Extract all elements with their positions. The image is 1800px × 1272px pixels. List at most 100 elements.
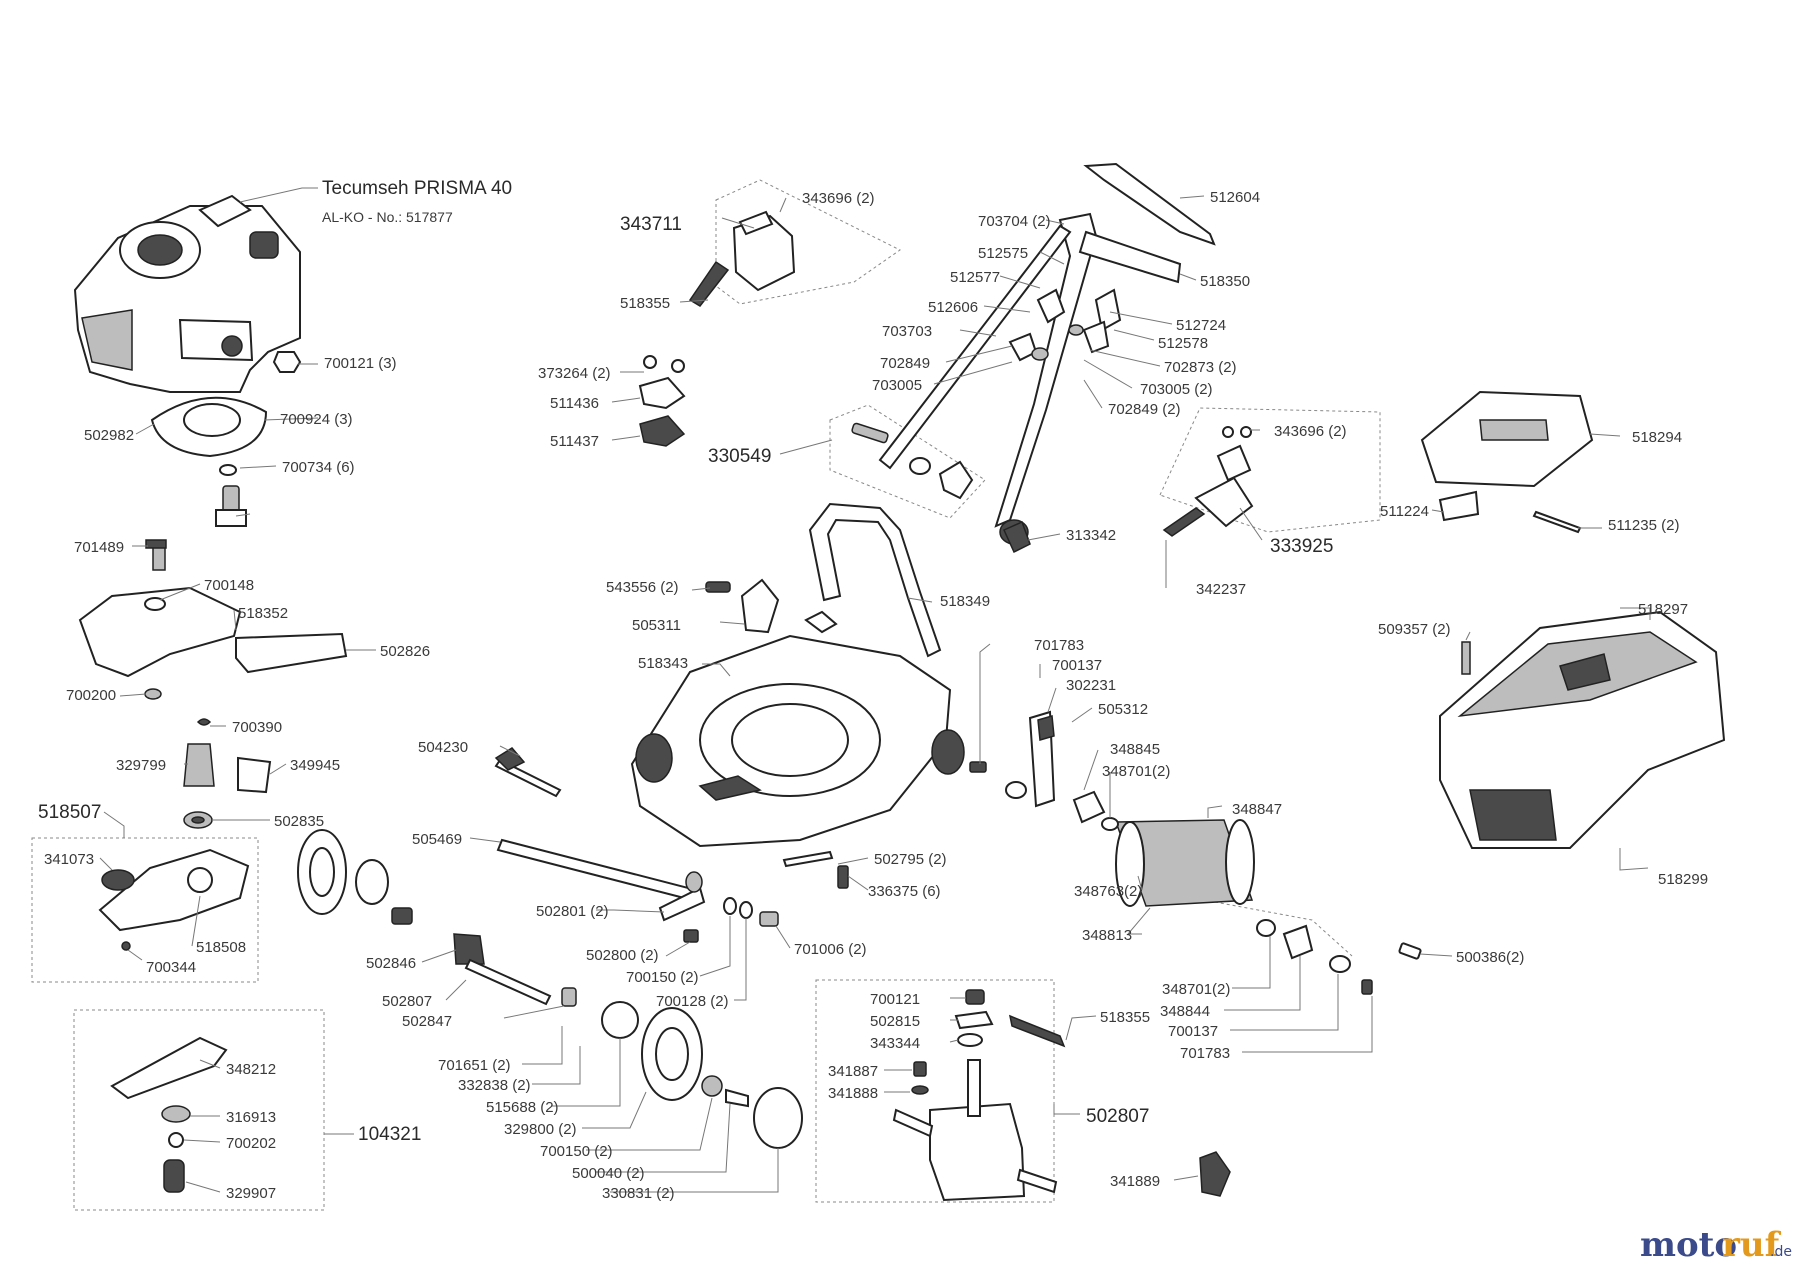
label-341888: 341888 (828, 1085, 878, 1102)
leader-lines (99, 187, 1651, 1193)
watermark-brand-b: ruf (1722, 1225, 1782, 1265)
engine-title: Tecumseh PRISMA 40 (322, 178, 512, 199)
label-342237: 342237 (1196, 581, 1246, 598)
label-504230: 504230 (418, 739, 468, 756)
grass-box (1439, 610, 1726, 849)
label-502807b: 502807 (1086, 1106, 1149, 1127)
label-512578: 512578 (1158, 335, 1208, 352)
label-512604: 512604 (1210, 189, 1260, 206)
handle-bolt-knob (851, 422, 974, 500)
label-332838-2: 332838 (2) (458, 1077, 531, 1094)
knob-313342 (1003, 520, 1031, 554)
gear-drive-small (453, 933, 577, 1007)
label-104321: 104321 (358, 1124, 421, 1145)
label-518294: 518294 (1632, 429, 1682, 446)
label-502801-2: 502801 (2) (536, 903, 609, 920)
label-512606: 512606 (928, 299, 978, 316)
group-box-104321 (73, 1009, 325, 1211)
label-700390: 700390 (232, 719, 282, 736)
label-700137a: 700137 (1052, 657, 1102, 674)
label-518297: 518297 (1638, 601, 1688, 618)
label-512724: 512724 (1176, 317, 1226, 334)
label-518508: 518508 (196, 939, 246, 956)
label-341887: 341887 (828, 1063, 878, 1080)
engine-illustration (73, 194, 301, 393)
label-336375-6: 336375 (6) (868, 883, 941, 900)
grass-box-lid (1420, 390, 1594, 534)
rear-flap-parts (969, 710, 1056, 808)
label-518349: 518349 (940, 593, 990, 610)
label-348701-2a: 348701(2) (1102, 763, 1170, 780)
label-348813: 348813 (1082, 927, 1132, 944)
label-348763-2: 348763(2) (1074, 883, 1142, 900)
label-700924-3: 700924 (3) (280, 411, 353, 428)
label-329799: 329799 (116, 757, 166, 774)
label-700734-6: 700734 (6) (282, 459, 355, 476)
label-700121: 700121 (870, 991, 920, 1008)
group-box-330549 (829, 404, 986, 519)
label-511235-2: 511235 (2) (1608, 517, 1679, 534)
watermark-tld: .de (1770, 1244, 1792, 1260)
throttle-control (688, 210, 796, 307)
group-box-518507 (31, 837, 259, 983)
lower-handle (804, 502, 942, 658)
axle-fasteners (683, 850, 849, 943)
label-700137b: 700137 (1168, 1023, 1218, 1040)
label-330549: 330549 (708, 446, 771, 467)
label-349945: 349945 (290, 757, 340, 774)
label-343696-2a: 343696 (2) (802, 190, 875, 207)
label-703703: 703703 (882, 323, 932, 340)
label-702849-2: 702849 (2) (1108, 401, 1181, 418)
label-702873-2: 702873 (2) (1164, 359, 1237, 376)
label-348701-2b: 348701(2) (1162, 981, 1230, 998)
engine-spacer-parts (150, 351, 302, 527)
label-348844: 348844 (1160, 1003, 1210, 1020)
label-700344: 700344 (146, 959, 196, 976)
label-700150-2b: 700150 (2) (540, 1143, 613, 1160)
label-518343: 518343 (638, 655, 688, 672)
label-505311: 505311 (632, 617, 681, 634)
label-348212: 348212 (226, 1061, 276, 1078)
discharge-chute (78, 539, 348, 700)
label-316913: 316913 (226, 1109, 276, 1126)
label-703704-2: 703704 (2) (978, 213, 1051, 230)
label-518355a: 518355 (620, 295, 670, 312)
label-512575: 512575 (978, 245, 1028, 262)
label-701489: 701489 (74, 539, 124, 556)
label-700128-2: 700128 (2) (656, 993, 729, 1010)
label-333925: 333925 (1270, 536, 1333, 557)
label-500040-2: 500040 (2) (572, 1165, 645, 1182)
label-700148: 700148 (204, 577, 254, 594)
label-543556-2: 543556 (2) (606, 579, 679, 596)
label-341073: 341073 (44, 851, 94, 868)
group-box-502807 (815, 979, 1055, 1203)
label-518507: 518507 (38, 802, 101, 823)
label-502835: 502835 (274, 813, 324, 830)
label-702849: 702849 (880, 355, 930, 372)
label-512577: 512577 (950, 269, 1000, 286)
label-330831-2: 330831 (2) (602, 1185, 675, 1202)
front-wheel (297, 829, 413, 925)
gearbox-assembly (892, 989, 1066, 1202)
label-500386-2: 500386(2) (1456, 949, 1524, 966)
cap-and-spacer (183, 718, 272, 829)
part-341889 (1199, 1151, 1231, 1197)
group-box-333925 (1159, 407, 1381, 533)
label-313342: 313342 (1066, 527, 1116, 544)
label-505469: 505469 (412, 831, 462, 848)
label-343344: 343344 (870, 1035, 920, 1052)
label-348845: 348845 (1110, 741, 1160, 758)
knobs-left (638, 355, 686, 447)
rear-wheel (601, 1001, 803, 1149)
label-700150-2a: 700150 (2) (626, 969, 699, 986)
label-502815: 502815 (870, 1013, 920, 1030)
watermark-logo: moto ruf .de (1640, 1225, 1792, 1265)
label-329907: 329907 (226, 1185, 276, 1202)
blade-assembly (110, 1036, 228, 1193)
label-515688-2: 515688 (2) (486, 1099, 559, 1116)
label-518355b: 518355 (1100, 1009, 1150, 1026)
group-box-343711 (715, 179, 901, 305)
label-701651-2: 701651 (2) (438, 1057, 511, 1074)
label-511436: 511436 (550, 395, 599, 412)
